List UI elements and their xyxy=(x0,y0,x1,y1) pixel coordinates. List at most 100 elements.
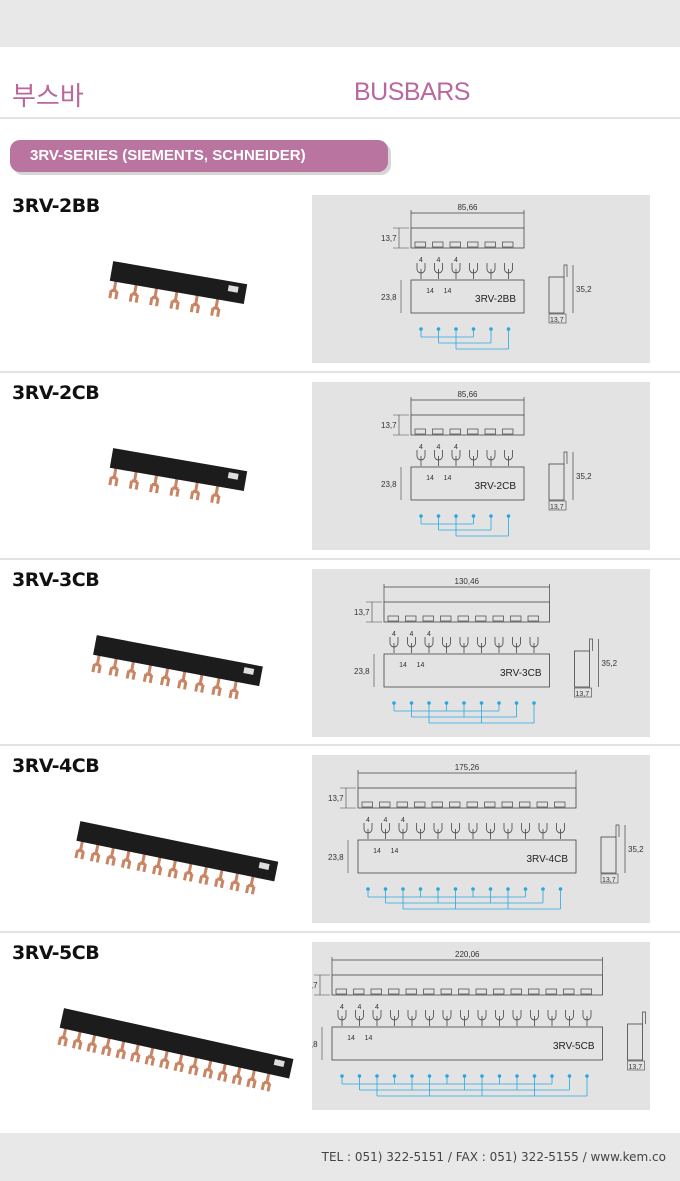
terminal xyxy=(431,801,443,808)
terminal xyxy=(527,615,539,622)
terminal xyxy=(335,988,347,995)
terminal xyxy=(475,988,487,995)
terminal xyxy=(484,428,496,435)
terminal xyxy=(467,428,479,435)
copper-fork xyxy=(142,662,154,684)
product-photo xyxy=(57,1008,294,1092)
busbar-label xyxy=(273,1059,285,1068)
divider xyxy=(0,117,680,119)
busbar-body xyxy=(76,821,279,882)
overall-width-label: 220,06 xyxy=(455,950,480,959)
fork-width-label: 4 xyxy=(419,257,423,264)
fork-width-label: 4 xyxy=(419,444,423,451)
terminal xyxy=(502,428,514,435)
product-name: 3RV-3CB xyxy=(12,569,100,591)
dimension-box xyxy=(574,687,592,698)
contact-info: TEL : 051) 322-5151 / FAX : 051) 322-515… xyxy=(321,1150,666,1164)
body-height-label: 23,8 xyxy=(312,1040,318,1049)
product-name: 3RV-2BB xyxy=(12,195,100,217)
terminal xyxy=(554,801,566,808)
dimension-line xyxy=(383,584,550,602)
terminal xyxy=(432,241,444,248)
dimension-line xyxy=(393,414,409,436)
terminal xyxy=(423,988,435,995)
dimension-box xyxy=(548,313,567,324)
copper-fork xyxy=(125,659,137,680)
overall-width-label: 175,26 xyxy=(455,763,480,772)
fork-terminal xyxy=(434,450,443,466)
fork-width-label: 4 xyxy=(427,631,431,638)
fork-terminal xyxy=(416,263,426,279)
copper-fork xyxy=(210,483,221,504)
copper-fork xyxy=(159,1048,170,1070)
terminal xyxy=(563,988,575,995)
busbar-body xyxy=(93,635,263,687)
model-label: 3RV-3CB xyxy=(500,668,542,679)
terminal xyxy=(422,615,434,622)
copper-fork xyxy=(89,841,101,863)
fork-terminal xyxy=(398,823,408,839)
product-photo xyxy=(108,261,248,317)
side-view-body xyxy=(548,463,565,501)
side-view-fork xyxy=(642,1011,652,1060)
busbar-label xyxy=(227,472,239,480)
copper-fork xyxy=(202,1057,214,1079)
body-height-label: 23,8 xyxy=(328,853,344,862)
fork-width-label: 4 xyxy=(454,257,458,264)
busbar-body xyxy=(59,1008,294,1079)
height-label: 13,7 xyxy=(354,608,370,617)
fork-width-label: 4 xyxy=(392,631,396,638)
fork-terminal xyxy=(424,637,434,653)
fork-terminal xyxy=(469,450,478,466)
fork-terminal xyxy=(355,1010,364,1026)
side-width-label: 13,7 xyxy=(576,691,590,698)
pitch-label: 14 xyxy=(391,848,399,855)
fork-terminal xyxy=(486,823,495,839)
copper-fork xyxy=(149,285,160,307)
top-view-body xyxy=(383,601,550,623)
top-band xyxy=(0,0,680,47)
fork-terminal xyxy=(407,637,416,653)
pitch-label: 14 xyxy=(417,662,425,669)
fork-width-label: 4 xyxy=(384,817,388,824)
height-label: 13,7 xyxy=(312,981,318,990)
copper-fork xyxy=(211,675,222,697)
section-divider xyxy=(0,931,680,933)
top-view-body xyxy=(357,787,577,809)
busbar-label xyxy=(227,285,239,293)
terminal xyxy=(484,801,496,808)
front-view-body xyxy=(410,279,525,314)
copper-fork xyxy=(245,873,256,895)
section-divider xyxy=(0,558,680,560)
page-title-english: BUSBARS xyxy=(354,78,470,106)
pitch-label: 14 xyxy=(399,662,407,669)
busbar-image xyxy=(57,1008,294,1092)
top-view-body xyxy=(331,974,603,996)
copper-fork xyxy=(194,672,205,693)
product-photo xyxy=(108,448,248,504)
footer: TEL : 051) 322-5151 / FAX : 051) 322-515… xyxy=(0,1133,680,1181)
terminal xyxy=(405,615,417,622)
product-photo xyxy=(91,635,263,700)
side-view-body xyxy=(548,276,565,314)
side-view-body xyxy=(600,836,617,874)
pitch-label: 14 xyxy=(373,848,381,855)
copper-fork xyxy=(210,296,221,317)
fork-terminal xyxy=(434,263,443,279)
fork-terminal xyxy=(460,1010,469,1026)
dimension-line xyxy=(357,770,577,788)
copper-fork xyxy=(246,1067,257,1089)
terminal xyxy=(449,428,461,435)
fork-width-label: 4 xyxy=(340,1004,344,1011)
model-label: 3RV-2CB xyxy=(474,481,516,492)
copper-fork xyxy=(169,476,180,497)
copper-fork xyxy=(189,292,201,314)
terminal xyxy=(396,801,408,808)
front-view-body xyxy=(383,653,550,688)
copper-fork xyxy=(169,289,180,310)
fork-terminal xyxy=(469,263,478,279)
fork-terminal xyxy=(477,637,486,653)
terminal xyxy=(414,801,426,808)
